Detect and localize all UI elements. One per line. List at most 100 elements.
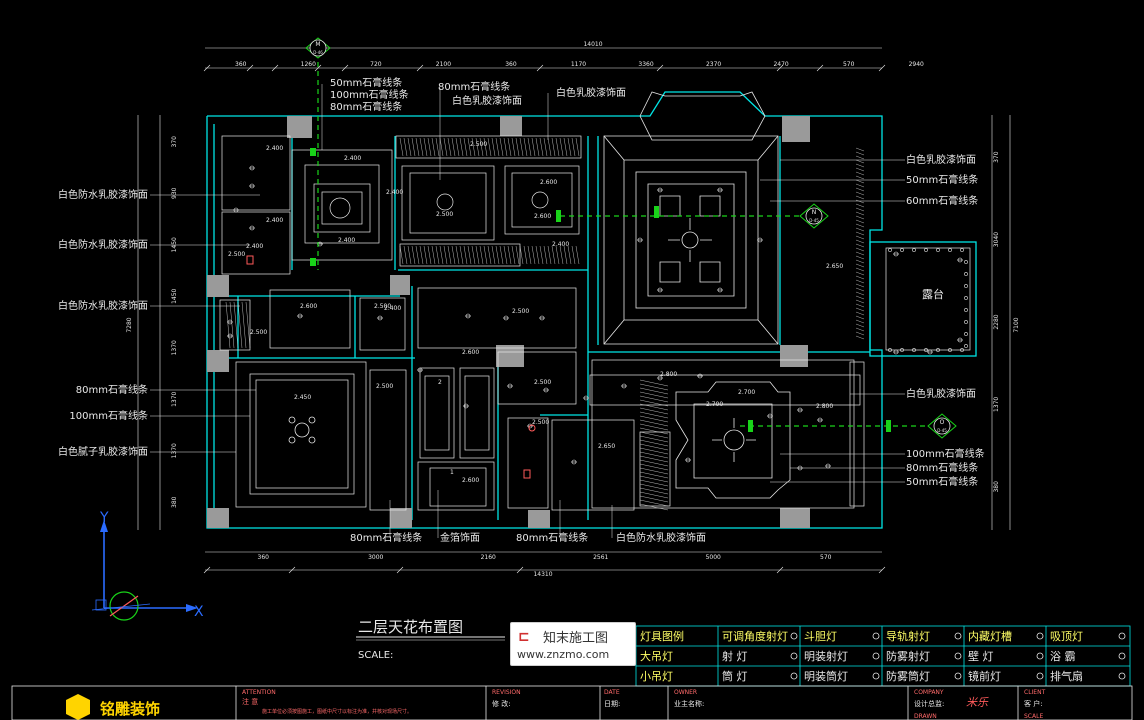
notes-text: 施工单位必须按图施工，图纸中尺寸以标注为准，并核对现场尺寸。 <box>262 708 412 715</box>
top-dimension: 720 <box>370 61 382 68</box>
legend-symbol <box>954 652 962 660</box>
client-label: CLIENT <box>1024 689 1046 696</box>
legend-cells: 可调角度射灯斗胆灯导轨射灯内藏灯槽吸顶灯射 灯明装射灯防雾射灯壁 灯浴 霸筒 灯… <box>722 629 1126 683</box>
legend-item: 壁 灯 <box>968 649 994 663</box>
owner-cn: 业主名称: <box>674 699 704 708</box>
fretwork-ceiling <box>603 91 779 345</box>
client-cn: 客 户: <box>1024 699 1043 708</box>
note-left-1: 白色防水乳胶漆饰面 <box>58 188 148 201</box>
legend-symbol <box>872 632 880 640</box>
company-name: 铭雕装饰 <box>100 700 160 718</box>
designer-label: 设计总监: <box>914 699 944 708</box>
drawn-label: DRAWN <box>914 713 937 720</box>
legend-item: 防雾射灯 <box>886 649 930 663</box>
section-symbol-top-letter: M <box>315 41 320 48</box>
revision-label: REVISION <box>492 689 521 696</box>
ceiling-height: 2.400 <box>344 155 361 162</box>
ceiling-height: 2.400 <box>338 237 355 244</box>
watermark-logo-icon: ⊏ <box>518 629 530 645</box>
ceiling-height: 2.600 <box>300 303 317 310</box>
room-mark-a: 2 <box>438 379 442 386</box>
left-dimension: 1370 <box>171 443 178 458</box>
note-top-5: 白色乳胶漆饰面 <box>452 94 522 107</box>
ceiling-height: 2.800 <box>816 403 833 410</box>
legend-pendant-small: 小吊灯 <box>640 670 673 683</box>
ceiling-height: 2.450 <box>294 394 311 401</box>
right-dimension: 2280 <box>993 314 1000 329</box>
note-bottom-1: 80mm石膏线条 <box>350 531 422 544</box>
section-symbol-right-a[interactable]: N D-45 <box>799 203 829 229</box>
legend-symbol <box>1036 652 1044 660</box>
left-dimension: 380 <box>171 496 178 508</box>
ceiling-height: 2.700 <box>706 401 723 408</box>
ceiling-height: 2.500 <box>512 308 529 315</box>
ceiling-height: 2.400 <box>266 217 283 224</box>
scale-label-2: SCALE <box>1024 713 1043 720</box>
note-top-4: 80mm石膏线条 <box>438 80 510 93</box>
top-dimension: 570 <box>843 61 855 68</box>
note-top-1: 50mm石膏线条 <box>330 76 402 89</box>
section-symbol-right-b[interactable]: O D-45 <box>927 413 957 439</box>
bottom-dimension: 5000 <box>706 554 721 561</box>
legend-symbol <box>790 672 798 680</box>
note-right-1: 白色乳胶漆饰面 <box>906 153 976 166</box>
legend-symbol <box>872 652 880 660</box>
axis-y-label: Y <box>99 510 109 526</box>
ceiling-height: 2.650 <box>598 443 615 450</box>
dining-ceiling <box>675 381 791 499</box>
watermark-badge[interactable]: ⊏ 知末施工图 www.znzmo.com <box>510 622 636 666</box>
room-mark-b: 1 <box>450 469 454 476</box>
left-dimension: 1450 <box>171 237 178 252</box>
note-right-5: 100mm石膏线条 <box>906 447 985 460</box>
ceiling-height: 2.400 <box>246 243 263 250</box>
overall-width-bottom: 14310 <box>533 571 552 578</box>
overall-height-right: 7100 <box>1013 317 1020 332</box>
note-right-6: 80mm石膏线条 <box>906 461 978 474</box>
note-left-3: 白色防水乳胶漆饰面 <box>58 299 148 312</box>
ceiling-height: 2.500 <box>532 419 549 426</box>
ceiling-height: 2.500 <box>470 141 487 148</box>
legend-item: 吸顶灯 <box>1050 630 1083 643</box>
ceiling-height: 2.400 <box>386 189 403 196</box>
note-right-2: 50mm石膏线条 <box>906 173 978 186</box>
bottom-dimension: 2160 <box>481 554 496 561</box>
legend-item: 排气扇 <box>1050 669 1083 683</box>
date-label: DATE <box>604 689 620 696</box>
legend-item: 可调角度射灯 <box>722 629 788 643</box>
section-symbol-top[interactable]: M D-46 <box>305 37 331 59</box>
legend-item: 镜前灯 <box>968 669 1001 683</box>
section-symbol-right-b-letter: O <box>940 419 945 426</box>
note-bottom-2: 金箔饰面 <box>440 531 480 544</box>
top-dimension: 2100 <box>436 61 451 68</box>
legend-pendant-large: 大吊灯 <box>640 649 673 663</box>
note-right-7: 50mm石膏线条 <box>906 475 978 488</box>
right-dimension: 3040 <box>993 232 1000 247</box>
top-dimension: 360 <box>235 61 247 68</box>
legend-table <box>635 625 1131 687</box>
note-right-3: 60mm石膏线条 <box>906 194 978 207</box>
ceiling-height: 2.650 <box>826 263 843 270</box>
company-en-label: COMPANY <box>914 689 944 696</box>
legend-item: 明装射灯 <box>804 649 848 663</box>
note-bottom-3: 80mm石膏线条 <box>516 531 588 544</box>
legend-symbol <box>1118 652 1126 660</box>
ceiling-height: 2.600 <box>462 349 479 356</box>
watermark-url: www.znzmo.com <box>517 648 610 661</box>
section-symbol-top-ref: D-46 <box>313 50 323 55</box>
bedroom-pendant <box>288 416 316 444</box>
legend-item: 斗胆灯 <box>804 630 837 643</box>
title-block <box>11 685 1133 720</box>
left-dimension: 1370 <box>171 391 178 406</box>
designer-signature: 米乐 <box>966 696 989 709</box>
legend-symbol <box>1036 672 1044 680</box>
note-bottom-4: 白色防水乳胶漆饰面 <box>616 531 706 544</box>
ucs-axis-icon: Y X <box>91 510 204 621</box>
ceiling-height: 2.500 <box>228 251 245 258</box>
top-dimension: 2470 <box>773 61 788 68</box>
date-cn: 日期: <box>604 700 620 708</box>
ceiling-height: 2.500 <box>376 383 393 390</box>
section-markers <box>310 148 891 432</box>
